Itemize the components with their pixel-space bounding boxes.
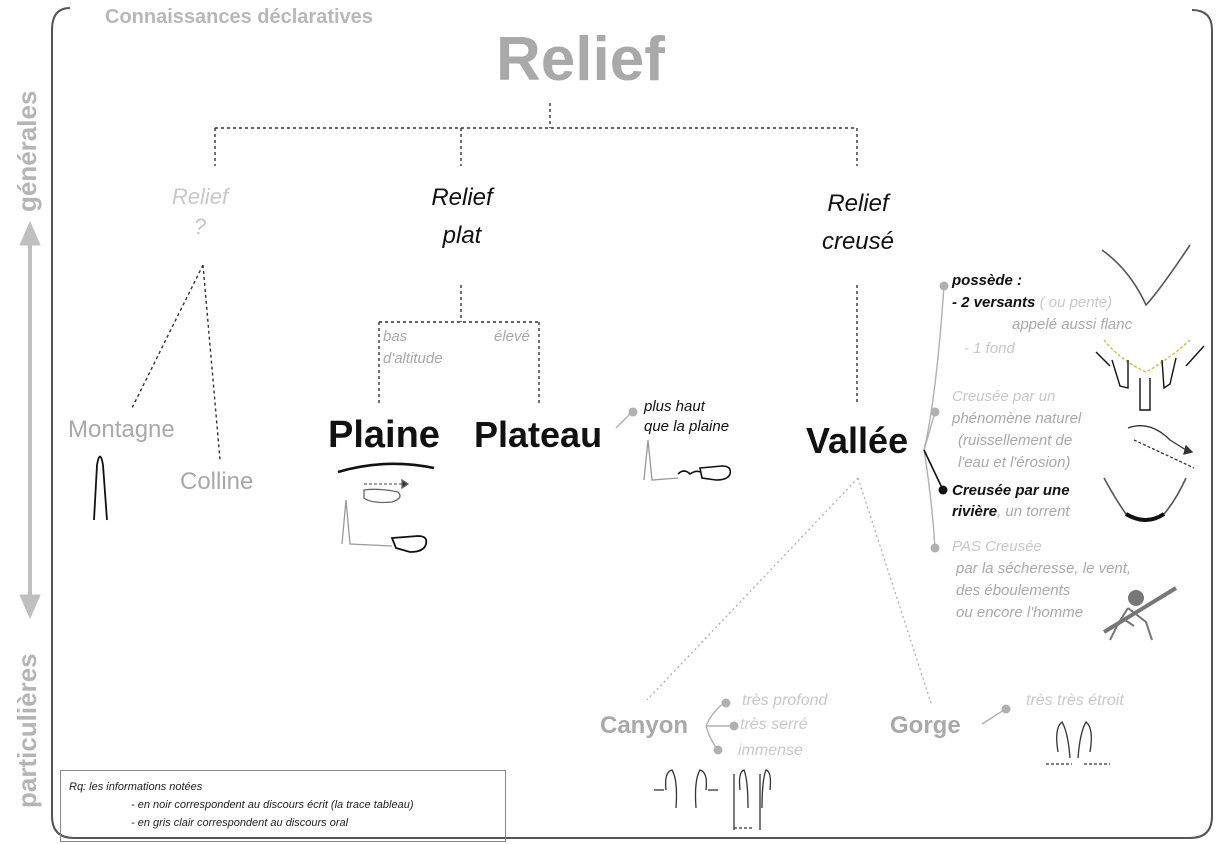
branch-low-line1: bas bbox=[383, 328, 408, 345]
axis-label-particular: particulières bbox=[12, 653, 42, 808]
vallee-versants-bold: - 2 versants bbox=[952, 294, 1036, 311]
valley-hands-sketch bbox=[1095, 339, 1205, 411]
section-title: Connaissances déclaratives bbox=[105, 6, 373, 28]
node-vallee: Vallée bbox=[806, 420, 909, 461]
vallee-notes-bracket bbox=[923, 285, 945, 549]
vallee-versants-extra: ( ou pente) bbox=[1039, 294, 1113, 311]
vallee-possede: possède : bbox=[952, 272, 1023, 289]
canyon-note-huge: immense bbox=[738, 742, 803, 759]
vallee-bullets bbox=[930, 281, 949, 553]
relief-flat-line2: plat bbox=[442, 222, 482, 249]
node-plaine: Plaine bbox=[328, 414, 440, 456]
vallee-river-line2: rivière, un torrent bbox=[952, 503, 1070, 520]
main-title: Relief bbox=[496, 25, 665, 94]
vallee-not-line2: par la sécheresse, le vent, bbox=[956, 560, 1132, 577]
plaine-pointing-hand-sketch bbox=[390, 535, 428, 553]
canyon-hands-sketch bbox=[654, 769, 772, 830]
vallee-not-line4: ou encore l'homme bbox=[956, 604, 1084, 621]
vallee-river-extra: , un torrent bbox=[997, 503, 1070, 520]
vallee-versants: - 2 versants ( ou pente) bbox=[952, 294, 1112, 311]
vallee-natural-line3: (ruissellement de bbox=[958, 432, 1073, 449]
outer-frame bbox=[51, 7, 1213, 839]
relief-unknown-line1: Relief bbox=[171, 184, 229, 209]
montagne-sketch bbox=[93, 455, 108, 521]
vallee-not-line3: des éboulements bbox=[956, 582, 1071, 599]
vallee-natural-line1: Creusée par un bbox=[952, 388, 1056, 405]
plateau-note-line1: plus haut bbox=[644, 398, 705, 415]
canyon-note-deep: très profond bbox=[742, 692, 828, 709]
plateau-hand-sketch bbox=[677, 465, 732, 481]
vallee-river-bold: rivière bbox=[952, 503, 998, 520]
relief-hollow-line2: creusé bbox=[821, 228, 895, 255]
vallee-natural-line4: l'eau et l'érosion) bbox=[958, 454, 1071, 471]
plateau-profile-sketch bbox=[643, 439, 679, 481]
node-plateau: Plateau bbox=[474, 414, 603, 455]
vallee-subtype-connectors bbox=[646, 477, 933, 707]
relief-flat-line1: Relief bbox=[431, 184, 493, 211]
vallee-river-line1: Creusée par une bbox=[952, 482, 1070, 499]
tree-top-connectors bbox=[131, 103, 858, 461]
plateau-note-line2: que la plaine bbox=[644, 418, 730, 435]
plateau-bullet bbox=[628, 407, 638, 417]
gorge-note: très très étroit bbox=[1026, 692, 1124, 709]
axis-label-general: générales bbox=[12, 90, 42, 212]
valley-curve-sketch bbox=[1101, 244, 1191, 307]
plaine-hand-sketch bbox=[363, 478, 410, 504]
branch-high: élevé bbox=[494, 328, 530, 345]
node-colline: Colline bbox=[180, 468, 254, 495]
gorge-hands-sketch bbox=[1046, 721, 1110, 765]
relief-unknown-line2: ? bbox=[193, 214, 207, 239]
canyon-note-tight: très serré bbox=[740, 716, 808, 733]
axis-arrow bbox=[19, 220, 41, 620]
vallee-natural-line2: phénomène naturel bbox=[952, 410, 1082, 427]
node-gorge: Gorge bbox=[890, 712, 961, 739]
node-montagne: Montagne bbox=[68, 416, 175, 443]
legend-line-gray: - en gris clair correspondent au discour… bbox=[131, 817, 349, 829]
vallee-fond: - 1 fond bbox=[964, 340, 1015, 357]
canyon-bullets bbox=[705, 702, 732, 751]
legend-line-black: - en noir correspondent au discours écri… bbox=[131, 799, 414, 811]
node-canyon: Canyon bbox=[600, 712, 689, 739]
legend-box: Rq: les informations notées - en noir co… bbox=[60, 770, 506, 842]
vallee-not-line1: PAS Creusée bbox=[952, 538, 1042, 555]
river-valley-sketch bbox=[1103, 477, 1187, 521]
plaine-profile-sketch bbox=[341, 499, 393, 547]
legend-title: Rq: les informations notées bbox=[69, 781, 203, 793]
plaine-curve-sketch bbox=[337, 462, 435, 474]
vallee-flanc: appelé aussi flanc bbox=[1012, 316, 1133, 333]
erosion-hand-sketch bbox=[1127, 425, 1195, 469]
forbidden-human-sketch bbox=[1102, 586, 1178, 641]
vallee-river-link bbox=[923, 449, 944, 491]
river-bed-sketch bbox=[1124, 512, 1166, 522]
branch-low-line2: d'altitude bbox=[383, 350, 443, 367]
relief-hollow-line1: Relief bbox=[827, 190, 889, 217]
gorge-bullet bbox=[1001, 704, 1011, 714]
